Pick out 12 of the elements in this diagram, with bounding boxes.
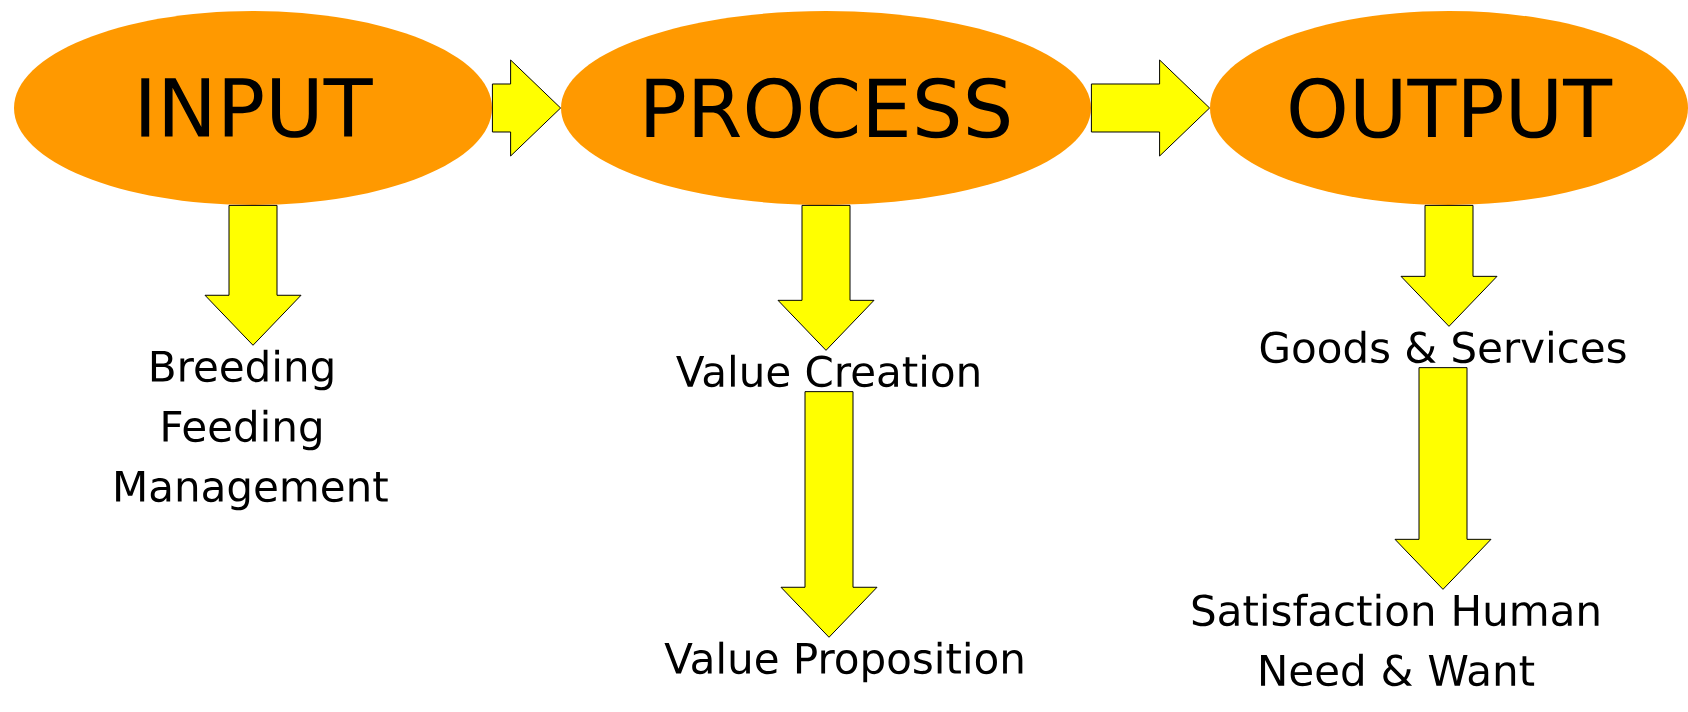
label-text: Breeding Feeding Management — [116, 349, 388, 511]
label-text: Value Creation — [676, 354, 979, 388]
block-arrow — [1090, 59, 1211, 157]
label-text: Goods & Services — [1260, 330, 1626, 364]
block-arrow — [1394, 367, 1492, 590]
block-arrow — [204, 204, 302, 346]
label-text: Value Proposition — [664, 641, 1023, 683]
block-arrow — [777, 204, 875, 351]
block-arrow — [1400, 204, 1498, 327]
block-arrow — [491, 59, 562, 157]
block-arrow — [780, 391, 878, 638]
label-text: Satisfaction Human Need & Want — [1192, 593, 1599, 687]
